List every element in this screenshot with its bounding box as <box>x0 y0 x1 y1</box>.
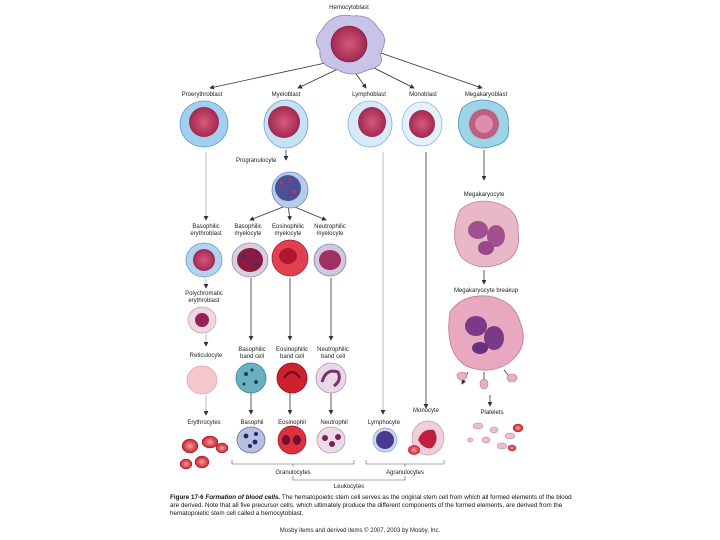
label-erythrocytes: Erythrocytes <box>187 420 220 426</box>
platelet-fragments <box>456 371 518 390</box>
label-progranulocyte: Progranulocyte <box>236 158 277 164</box>
grouping-brackets <box>231 460 445 481</box>
label-basophilic-band-2: band cell <box>240 354 264 360</box>
label-neutrophilic-band-2: band cell <box>321 354 345 360</box>
megakaryocyte-breakup-cell <box>448 295 524 371</box>
hemocytoblast-cell <box>316 14 385 75</box>
neutrophilic-myelocyte-cell <box>313 243 347 277</box>
label-basophilic-erythroblast-2: erythroblast <box>190 231 222 237</box>
basophilic-band-cell <box>235 362 267 394</box>
label-megakaryocyte: Megakaryocyte <box>464 192 505 198</box>
label-platelets: Platelets <box>480 410 503 416</box>
label-basophilic-band-1: Basophilic <box>238 347 265 353</box>
label-lymphocyte: Lymphocyte <box>368 420 401 426</box>
label-lymphoblast: Lymphoblast <box>352 92 386 98</box>
label-monocyte: Monocyte <box>413 408 440 414</box>
figure-caption: Figure 17-6 Formation of blood cells. Th… <box>170 494 580 518</box>
label-granulocytes: Granulocytes <box>275 470 310 476</box>
label-eosinophilic-band-1: Eosinophilic <box>276 347 308 353</box>
eosinophilic-myelocyte-cell <box>271 239 309 277</box>
erythrocytes-cells <box>179 435 229 470</box>
neutrophilic-band-cell <box>315 362 347 394</box>
label-eosinophilic-myelocyte-2: myelocyte <box>274 231 302 237</box>
label-basophilic-erythroblast-1: Basophilic <box>192 224 219 230</box>
caption-text: The hematopoietic stem cell serves as th… <box>170 494 572 517</box>
monoblast-cell <box>401 101 443 147</box>
label-eosinophil: Eosinophil <box>278 420 306 426</box>
label-hemocytoblast: Hemocytoblast <box>329 5 369 11</box>
megakaryocyte-cell <box>454 200 519 268</box>
label-neutrophil: Neutrophil <box>320 420 347 426</box>
label-proerythroblast: Proerythroblast <box>182 92 223 98</box>
platelets-cells <box>466 422 516 450</box>
label-basophil: Basophil <box>240 420 263 426</box>
label-leukocytes: Leukocytes <box>334 484 364 490</box>
label-basophilic-myelocyte-1: Basophilic <box>234 224 261 230</box>
basophil-cell <box>236 426 266 454</box>
cell-labels: Hemocytoblast Proerythroblast Myeloblast… <box>182 5 519 490</box>
label-megakaryoblast: Megakaryoblast <box>465 92 508 98</box>
lymphoblast-cell <box>347 100 393 148</box>
label-eosinophilic-myelocyte-1: Eosinophilic <box>272 224 304 230</box>
lineage-arrows <box>203 49 513 416</box>
label-myeloblast: Myeloblast <box>272 92 301 98</box>
lymphocyte-cell <box>372 427 398 453</box>
eosinophil-cell <box>277 425 307 455</box>
reticulocyte-cell <box>186 365 218 395</box>
platelet-rbc-companions <box>507 423 524 452</box>
copyright-line: Mosby items and derived items © 2007, 20… <box>279 528 441 534</box>
megakaryoblast-cell <box>458 99 510 149</box>
label-monoblast: Monoblast <box>409 92 437 98</box>
basophilic-erythroblast-cell <box>185 242 223 278</box>
proerythroblast-cell <box>179 100 229 148</box>
label-reticulocyte: Reticulocyte <box>190 353 223 359</box>
eosinophilic-band-cell <box>276 362 308 394</box>
label-polychromatic-erythroblast-2: erythroblast <box>188 298 220 304</box>
label-megakaryocyte-breakup: Megakaryocyte breakup <box>454 288 519 294</box>
caption-figure-title: Formation of blood cells. <box>205 494 281 501</box>
monocyte-cell <box>408 420 445 456</box>
label-eosinophilic-band-2: band cell <box>280 354 304 360</box>
neutrophil-cell <box>316 426 346 454</box>
myeloblast-cell <box>263 99 309 149</box>
label-neutrophilic-band-1: Neutrophilic <box>317 347 349 353</box>
progranulocyte-cell <box>271 171 309 209</box>
label-neutrophilic-myelocyte-2: myelocyte <box>316 231 344 237</box>
label-polychromatic-erythroblast-1: Polychromatic <box>185 291 223 297</box>
label-neutrophilic-myelocyte-1: Neutrophilic <box>314 224 346 230</box>
label-agranulocytes: Agranulocytes <box>386 470 424 476</box>
basophilic-myelocyte-cell <box>231 242 269 278</box>
caption-figure-number: Figure 17-6 <box>170 494 204 501</box>
label-basophilic-myelocyte-2: myelocyte <box>234 231 262 237</box>
polychromatic-erythroblast-cell <box>187 306 217 334</box>
